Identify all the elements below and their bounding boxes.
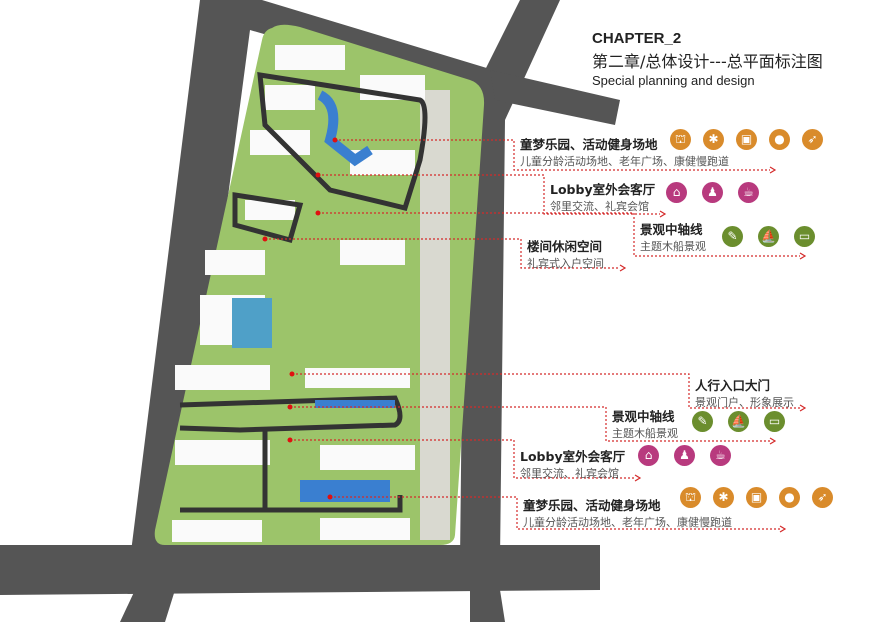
table-tennis-icon: ● (769, 129, 790, 150)
page-subtitle: Special planning and design (592, 73, 755, 88)
fitness-icon: ▣ (736, 129, 757, 150)
annotation-title: 景观中轴线 (612, 409, 675, 424)
annotation-label: 楼间休闲空间礼宾式入户空间 (527, 236, 604, 271)
annotation-desc: 景观门户、形象展示 (695, 396, 794, 409)
header: CHAPTER_2 第二章/总体设计---总平面标注图 Special plan… (592, 30, 823, 88)
leader-line (335, 139, 770, 171)
annotation-label: 童梦乐园、活动健身场地儿童分龄活动场地、老年广场、康健慢跑道 (520, 134, 729, 169)
arrow-head-icon (619, 264, 627, 272)
chapter-label: CHAPTER_2 (592, 30, 682, 47)
sculpture-icon: ✎ (692, 411, 713, 432)
annotation-label: 人行入口大门景观门户、形象展示 (695, 375, 794, 410)
annotation-desc: 主题木船景观 (612, 427, 678, 440)
annotation-title: 童梦乐园、活动健身场地 (523, 498, 661, 513)
leader-line (265, 238, 620, 269)
annotation-title: 人行入口大门 (695, 378, 771, 393)
leader-line (318, 174, 660, 215)
buildings (172, 45, 425, 542)
annotation-dot (287, 404, 293, 410)
annotation-desc: 礼宾式入户空间 (527, 257, 604, 270)
water-feature-north (317, 90, 373, 167)
annotation-desc: 主题木船景观 (640, 240, 706, 253)
leader-lines (265, 139, 807, 533)
annotation-dot (315, 172, 321, 178)
leader-line (292, 373, 800, 409)
arrow-head-icon (659, 210, 667, 218)
arrow-head-icon (769, 166, 777, 174)
road-south (0, 545, 600, 595)
boat-icon: ⛵ (758, 226, 779, 247)
kids-icon: ✱ (703, 129, 724, 150)
annotation-label: Lobby室外会客厅邻里交流、礼宾会馆 (520, 446, 625, 481)
annotation-label: 童梦乐园、活动健身场地儿童分龄活动场地、老年广场、康健慢跑道 (523, 495, 732, 530)
annotation-dot (332, 137, 338, 143)
arrow-head-icon (799, 252, 807, 260)
annotation-dot (315, 210, 321, 216)
pool (232, 298, 272, 348)
water-feature-mid (315, 400, 395, 408)
road-west-north (130, 0, 510, 560)
jogging-loop-west (232, 192, 304, 244)
jogging-loop-north (257, 72, 428, 211)
road-south-west (120, 590, 175, 622)
annotation-dot (262, 236, 268, 242)
bench-icon: ▭ (764, 411, 785, 432)
leader-line (330, 496, 780, 530)
arrow-head-icon (779, 525, 787, 533)
annotation-label: 景观中轴线主题木船景观 (612, 406, 678, 441)
annotation-title: 楼间休闲空间 (527, 239, 603, 254)
playground-icon: ⛫ (670, 129, 691, 150)
annotation-dot (327, 494, 333, 500)
water-feature-south (300, 480, 390, 502)
page-title: 第二章/总体设计---总平面标注图 (592, 52, 823, 71)
boat-icon: ⛵ (728, 411, 749, 432)
annotation-label: Lobby室外会客厅邻里交流、礼宾会馆 (550, 179, 655, 214)
leader-line (290, 406, 770, 442)
jogging-loop-south (180, 430, 403, 513)
annotation-title: Lobby室外会客厅 (520, 449, 626, 464)
meeting-icon: ♟ (674, 445, 695, 466)
tea-cup-icon: ☕ (738, 182, 759, 203)
leader-line (290, 439, 635, 479)
pavilion-icon: ⌂ (666, 182, 687, 203)
running-icon: ➶ (802, 129, 823, 150)
arrow-head-icon (769, 437, 777, 445)
annotation-desc: 儿童分龄活动场地、老年广场、康健慢跑道 (520, 155, 729, 168)
annotation-desc: 儿童分龄活动场地、老年广场、康健慢跑道 (523, 516, 732, 529)
jogging-loop-mid (179, 395, 403, 433)
table-tennis-icon: ● (779, 487, 800, 508)
annotation-title: Lobby室外会客厅 (550, 182, 656, 197)
annotation-title: 景观中轴线 (640, 222, 703, 237)
annotation-desc: 邻里交流、礼宾会馆 (550, 200, 649, 213)
sculpture-icon: ✎ (722, 226, 743, 247)
leader-line (318, 212, 800, 257)
fitness-icon: ▣ (746, 487, 767, 508)
annotation-title: 童梦乐园、活动健身场地 (520, 137, 658, 152)
annotation-dot (289, 371, 295, 377)
road-northeast (490, 70, 620, 125)
arrow-head-icon (799, 404, 807, 412)
meeting-icon: ♟ (702, 182, 723, 203)
arrow-head-icon (634, 474, 642, 482)
parking-strip (420, 90, 450, 540)
pavilion-icon: ⌂ (638, 445, 659, 466)
bench-icon: ▭ (794, 226, 815, 247)
annotation-label: 景观中轴线主题木船景观 (640, 219, 706, 254)
tea-cup-icon: ☕ (710, 445, 731, 466)
annotation-desc: 邻里交流、礼宾会馆 (520, 467, 619, 480)
kids-icon: ✱ (713, 487, 734, 508)
running-icon: ➶ (812, 487, 833, 508)
annotation-dot (287, 437, 293, 443)
playground-icon: ⛫ (680, 487, 701, 508)
road-south-east (470, 590, 505, 622)
